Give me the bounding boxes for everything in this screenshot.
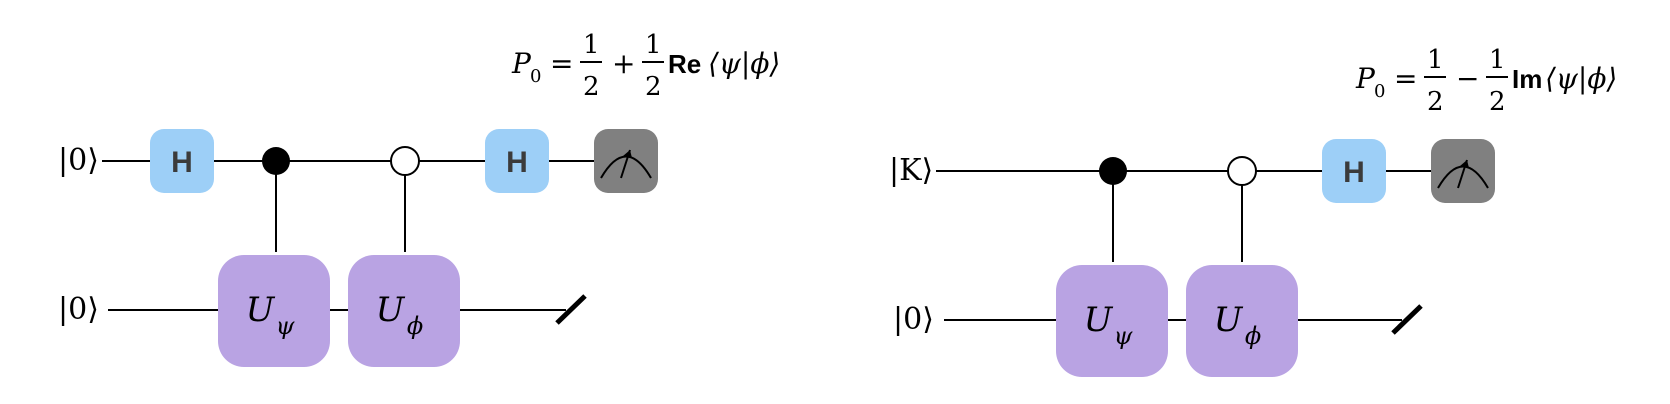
control-dot-filled	[1099, 157, 1127, 185]
formula-bracket: ⟨ψ|ϕ⟩	[1545, 62, 1617, 95]
formula-right: P 0 = 1 2 − 1 2 Im ⟨ψ|ϕ⟩	[1355, 45, 1617, 117]
formula-lhs: P	[1355, 62, 1376, 95]
unitary-label: U	[376, 290, 406, 330]
control-dot-filled	[262, 147, 290, 175]
formula-left: P 0 = 1 2 + 1 2 Re ⟨ψ|ϕ⟩	[511, 30, 780, 102]
measurement-meter	[594, 129, 658, 193]
circuit-left: P 0 = 1 2 + 1 2 Re ⟨ψ|ϕ⟩ |0⟩ |0⟩	[58, 30, 780, 367]
formula-frac2-den: 2	[645, 72, 662, 102]
formula-part: Im	[1512, 64, 1542, 94]
ket-top: |K⟩	[889, 153, 933, 188]
formula-lhs-sub: 0	[1374, 81, 1385, 102]
ket-bottom: |0⟩	[58, 292, 99, 327]
unitary-gate-psi: U ψ	[1056, 265, 1168, 377]
ket-bottom: |0⟩	[893, 302, 934, 337]
formula-part: Re	[668, 49, 701, 79]
hadamard-label: H	[1343, 156, 1365, 189]
formula-frac2-den: 2	[1489, 87, 1506, 117]
formula-lhs-sub: 0	[530, 66, 541, 87]
formula-lhs: P	[511, 47, 532, 80]
formula-frac2-num: 1	[645, 30, 662, 60]
formula-eq: =	[550, 47, 573, 80]
unitary-gate-phi: U ϕ	[1186, 265, 1298, 377]
unitary-subscript: ϕ	[407, 312, 423, 340]
formula-bracket: ⟨ψ|ϕ⟩	[708, 47, 780, 80]
hadamard-gate-1: H	[150, 129, 214, 193]
ket-top: |0⟩	[58, 143, 99, 178]
unitary-gate-phi: U ϕ	[348, 255, 460, 367]
unitary-subscript: ϕ	[1245, 322, 1261, 350]
formula-frac1-num: 1	[583, 30, 600, 60]
formula-frac1-den: 2	[1427, 87, 1444, 117]
formula-frac1-den: 2	[583, 72, 600, 102]
unitary-label: U	[1214, 300, 1244, 340]
circuit-right: P 0 = 1 2 − 1 2 Im ⟨ψ|ϕ⟩ |K⟩ |0⟩	[889, 45, 1617, 377]
hadamard-gate: H	[1322, 139, 1386, 203]
meter-needle-tip	[1460, 160, 1469, 168]
unitary-subscript: ψ	[1114, 322, 1134, 350]
unitary-gate-psi: U ψ	[218, 255, 330, 367]
formula-eq: =	[1394, 62, 1417, 95]
unitary-label: U	[246, 290, 276, 330]
formula-op: −	[1456, 62, 1479, 95]
hadamard-gate-2: H	[485, 129, 549, 193]
control-dot-open	[1227, 156, 1257, 186]
formula-frac2-num: 1	[1489, 45, 1506, 75]
discard-mark	[555, 294, 587, 325]
formula-frac1-num: 1	[1427, 45, 1444, 75]
formula-op: +	[612, 47, 635, 80]
unitary-subscript: ψ	[276, 312, 296, 340]
control-dot-open	[390, 146, 420, 176]
meter-needle-tip	[623, 150, 632, 158]
hadamard-label: H	[171, 146, 193, 179]
unitary-label: U	[1084, 300, 1114, 340]
measurement-meter	[1431, 139, 1495, 203]
discard-mark	[1391, 304, 1423, 335]
hadamard-label: H	[506, 146, 528, 179]
